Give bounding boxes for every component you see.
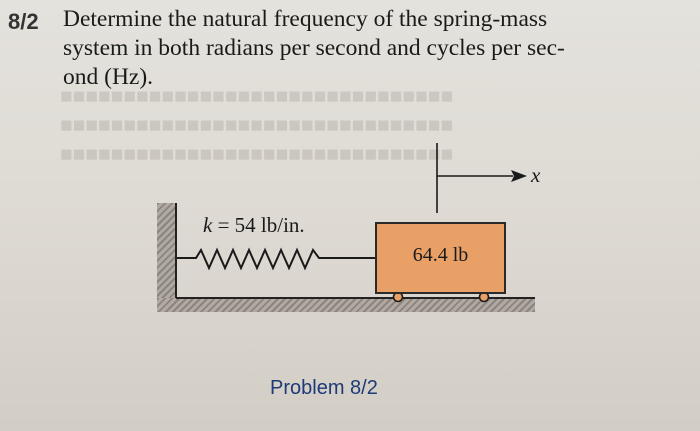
mass-block xyxy=(375,222,506,294)
mass-label: 64.4 lb xyxy=(412,244,469,266)
wall-edge xyxy=(175,203,177,299)
problem-statement: Determine the natural frequency of the s… xyxy=(63,5,683,92)
problem-number: 8/2 xyxy=(8,9,39,34)
spring xyxy=(177,247,375,271)
fixed-wall xyxy=(157,203,176,299)
problem-line: ond (Hz). xyxy=(63,64,154,90)
figure-caption: Problem 8/2 xyxy=(270,377,378,399)
spring-constant-label: k = 54 lb/in. xyxy=(203,213,305,238)
displacement-label: x xyxy=(531,163,541,187)
problem-line: Determine the natural frequency of the s… xyxy=(63,6,548,32)
ground xyxy=(157,298,535,312)
spring-constant-symbol: k xyxy=(203,213,213,237)
spring-constant-value: = 54 lb/in. xyxy=(212,213,305,237)
problem-line: system in both radians per second and cy… xyxy=(63,35,565,61)
ground-surface xyxy=(176,297,535,299)
arrowhead-icon xyxy=(511,170,527,182)
